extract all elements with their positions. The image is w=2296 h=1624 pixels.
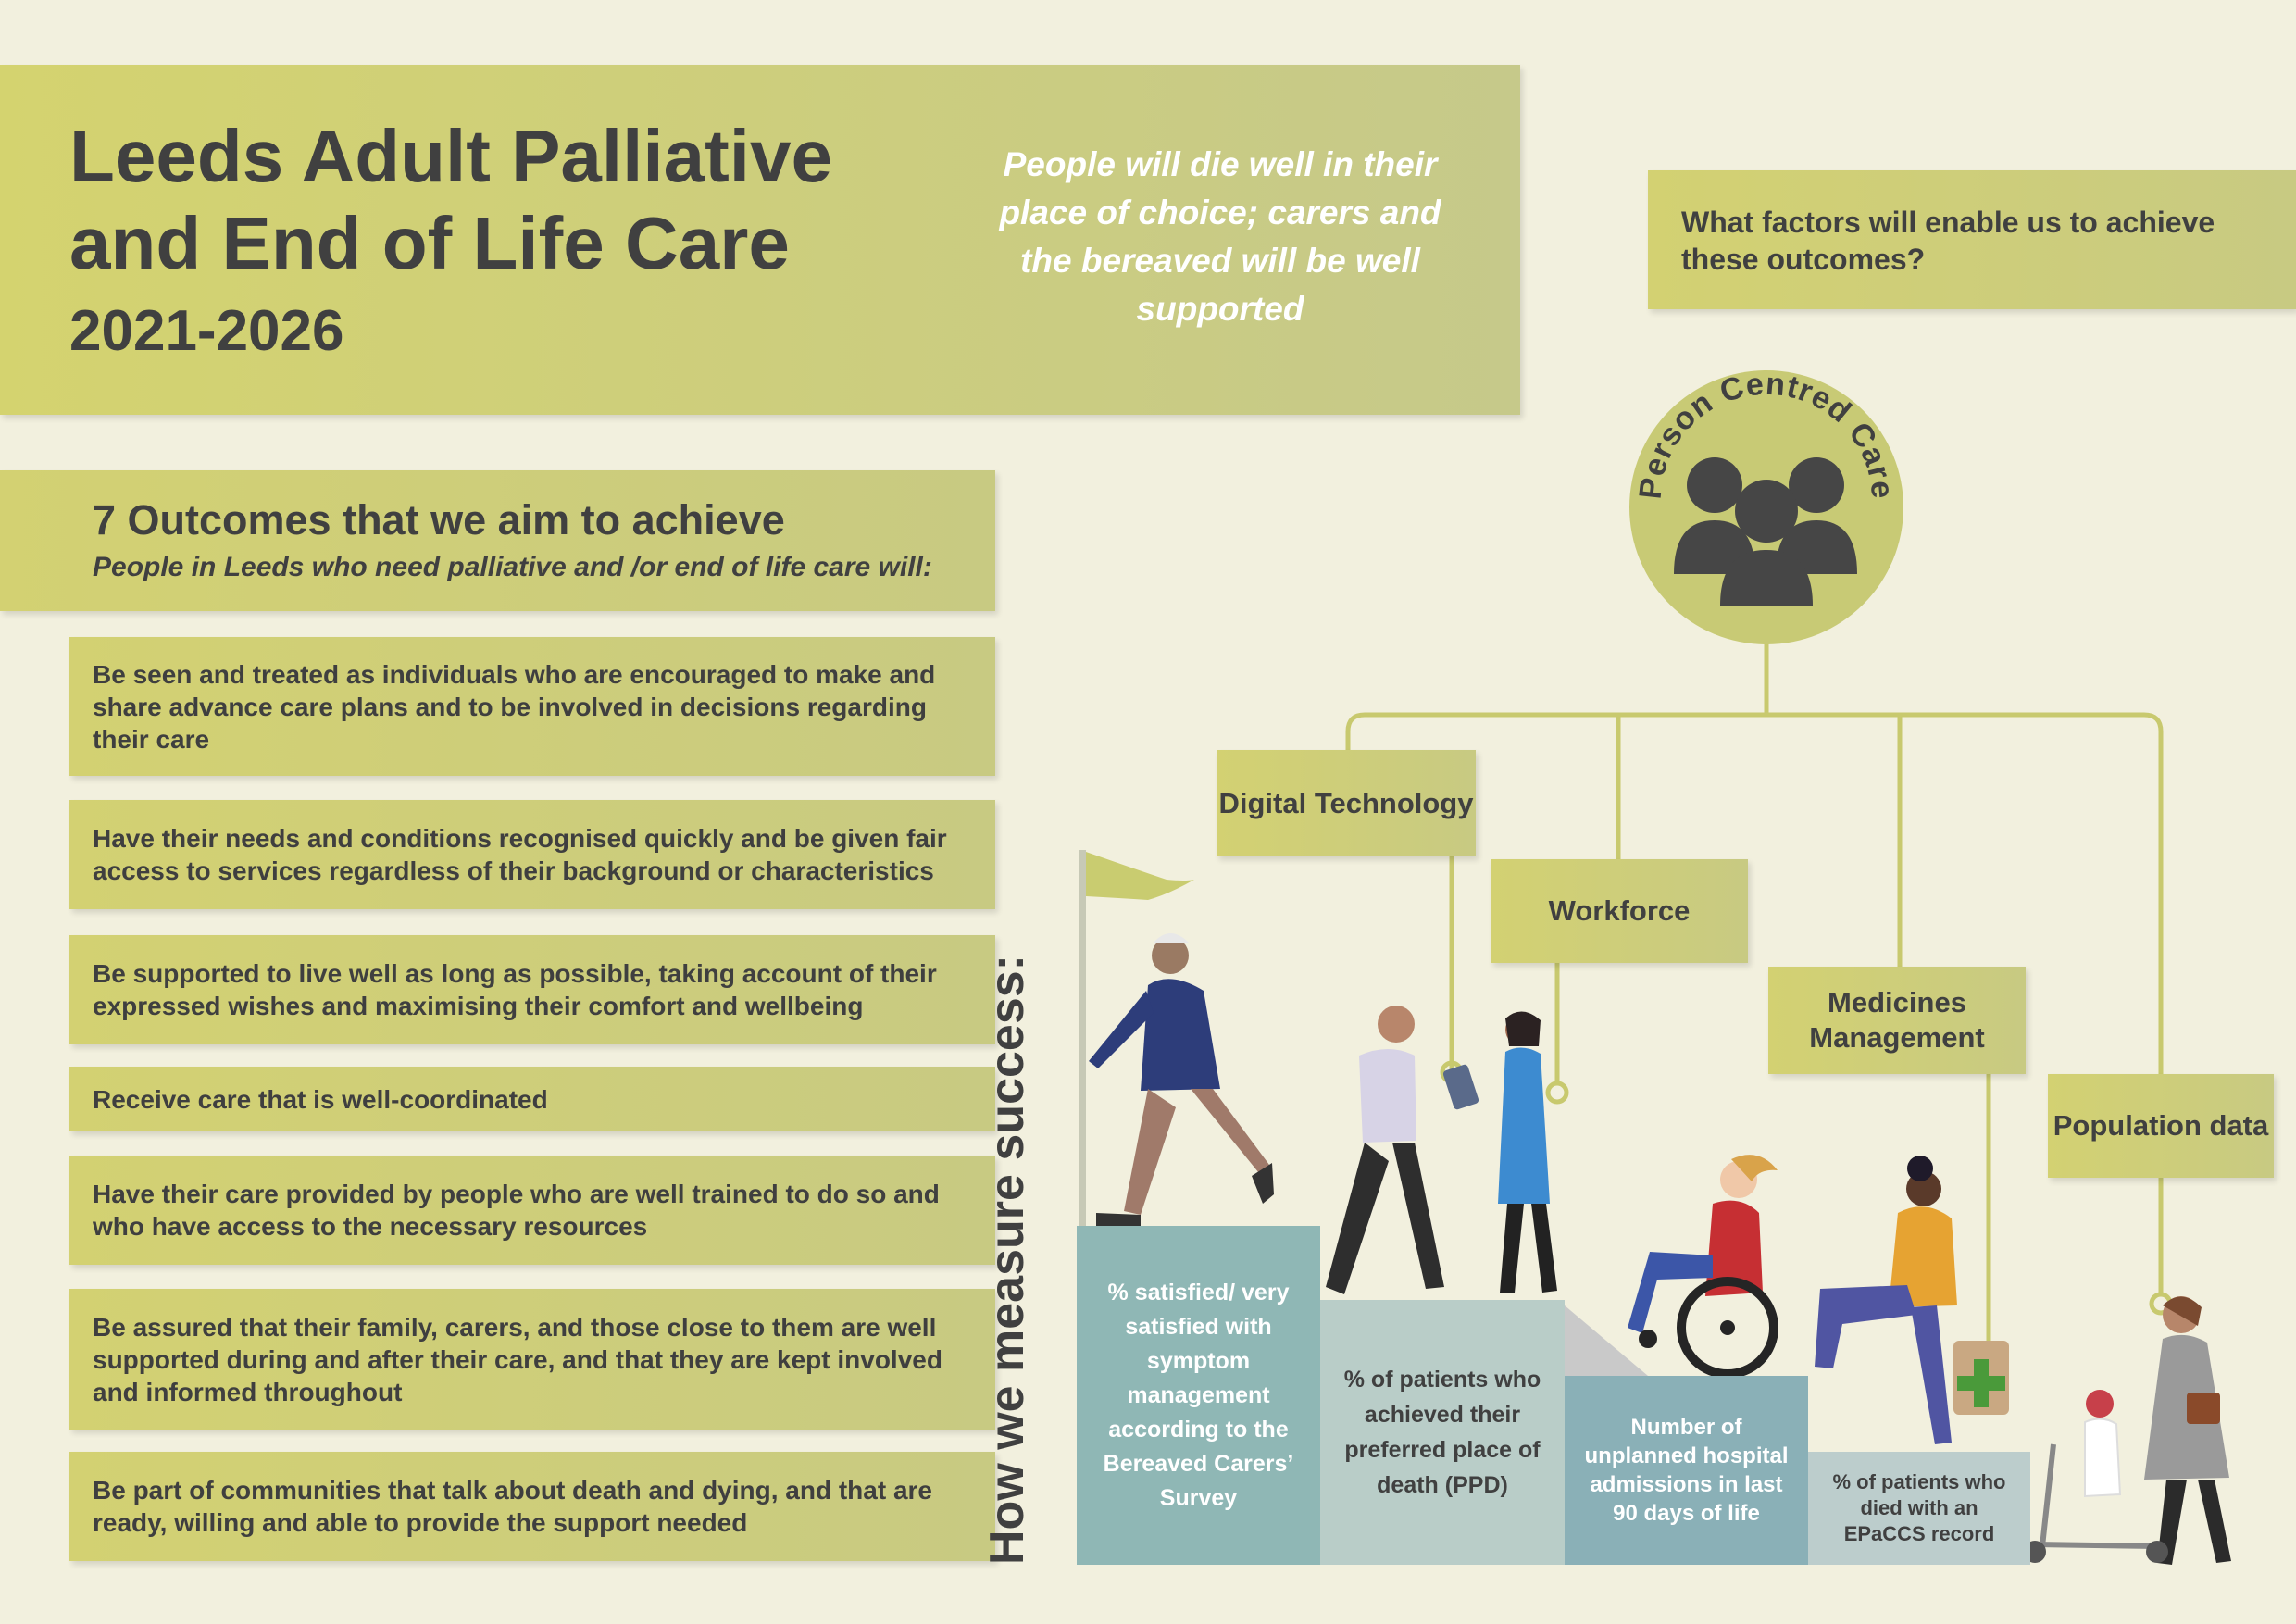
title-line-2: and End of Life Care [69, 202, 790, 284]
page-title: Leeds Adult Palliative and End of Life C… [69, 113, 977, 287]
factor-population-data: Population data [2048, 1074, 2274, 1178]
outcomes-subtitle: People in Leeds who need palliative and … [93, 552, 932, 582]
outcomes-header-panel [0, 470, 995, 611]
metric-symptom-satisfaction: % satisfied/ very satisfied with symptom… [1077, 1226, 1320, 1565]
metric-unplanned-admissions: Number of unplanned hospital admissions … [1565, 1376, 1808, 1565]
outcome-5: Have their care provided by people who a… [69, 1156, 995, 1265]
factor-workforce: Workforce [1491, 859, 1748, 963]
factors-question-box [1648, 170, 2296, 309]
outcome-7: Be part of communities that talk about d… [69, 1452, 995, 1561]
outcome-4: Receive care that is well-coordinated [69, 1067, 995, 1131]
outcomes-title: 7 Outcomes that we aim to achieve [93, 496, 785, 543]
family-scooter-illustration [2024, 1296, 2231, 1565]
factor-medicines-management: Medicines Management [1768, 967, 2026, 1074]
title-panel [0, 65, 1520, 415]
metric-preferred-place-of-death: % of patients who achieved their preferr… [1320, 1300, 1565, 1565]
walking-man-illustration [1089, 933, 1274, 1226]
people-group-icon [1674, 457, 1857, 606]
factor-digital-technology: Digital Technology [1217, 750, 1476, 856]
wheelchair-user-illustration [1628, 1155, 1778, 1379]
outcome-6: Be assured that their family, carers, an… [69, 1289, 995, 1430]
outcome-1: Be seen and treated as individuals who a… [69, 637, 995, 776]
flag-icon [1079, 850, 1194, 1226]
factors-question: What factors will enable us to achieve t… [1681, 206, 2215, 276]
outcome-2: Have their needs and conditions recognis… [69, 800, 995, 909]
title-line-1: Leeds Adult Palliative [69, 115, 832, 197]
strategy-years: 2021-2026 [69, 299, 344, 363]
metric-epaccs-record: % of patients who died with an EPaCCS re… [1808, 1452, 2030, 1565]
vision-statement: People will die well in their place of c… [999, 145, 1441, 328]
outcome-3: Be supported to live well as long as pos… [69, 935, 995, 1044]
woman-with-bag-illustration [1815, 1156, 2009, 1444]
staff-with-tablet-illustration [1326, 1006, 1557, 1294]
